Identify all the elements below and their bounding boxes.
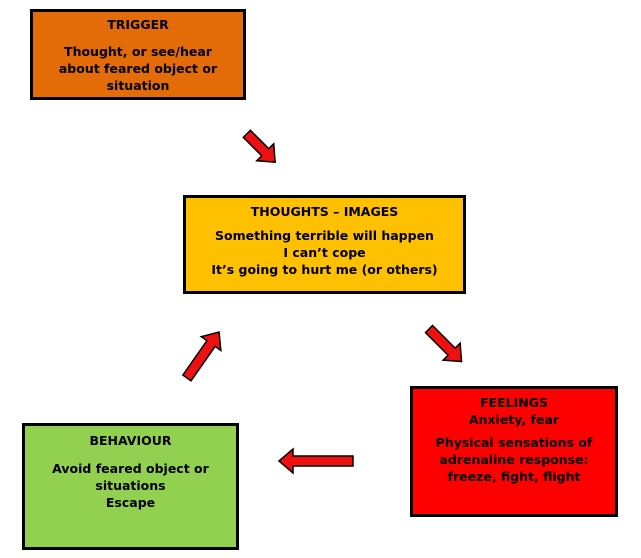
behaviour-title: BEHAVIOUR xyxy=(89,433,172,448)
thoughts-line-2: I can’t cope xyxy=(283,245,366,260)
thoughts-line-1: Something terrible will happen xyxy=(215,228,434,243)
arrow-feelings-to-behaviour-main xyxy=(277,447,354,475)
feelings-line-1: Anxiety, fear xyxy=(468,412,560,427)
feelings-title: FEELINGS xyxy=(480,395,548,410)
trigger-box: TRIGGER Thought, or see/hear about feare… xyxy=(30,9,246,100)
arrow-behaviour-to-thoughts xyxy=(181,331,222,382)
feelings-sensation-line-2: adrenaline response: xyxy=(439,452,589,467)
behaviour-line-1: Avoid feared object or xyxy=(52,461,209,476)
thoughts-box: THOUGHTS – IMAGES Something terrible wil… xyxy=(183,195,466,294)
arrow-thoughts-to-feelings xyxy=(424,324,463,363)
feelings-box: FEELINGS Anxiety, fear Physical sensatio… xyxy=(410,386,618,517)
behaviour-box: BEHAVIOUR Avoid feared object or situati… xyxy=(22,423,239,550)
feelings-sensation-line-3: freeze, fight, flight xyxy=(447,469,581,484)
behaviour-line-2: situations xyxy=(95,478,166,493)
arrow-trigger-to-thoughts xyxy=(242,129,276,163)
behaviour-line-3: Escape xyxy=(105,495,156,510)
trigger-line-2: about feared object or xyxy=(58,61,218,76)
feelings-sensation-line-1: Physical sensations of xyxy=(435,435,593,450)
thoughts-line-3: It’s going to hurt me (or others) xyxy=(211,262,438,277)
trigger-line-3: situation xyxy=(106,78,170,93)
trigger-title: TRIGGER xyxy=(107,17,169,32)
thoughts-title: THOUGHTS – IMAGES xyxy=(250,204,399,219)
trigger-line-1: Thought, or see/hear xyxy=(64,44,212,59)
